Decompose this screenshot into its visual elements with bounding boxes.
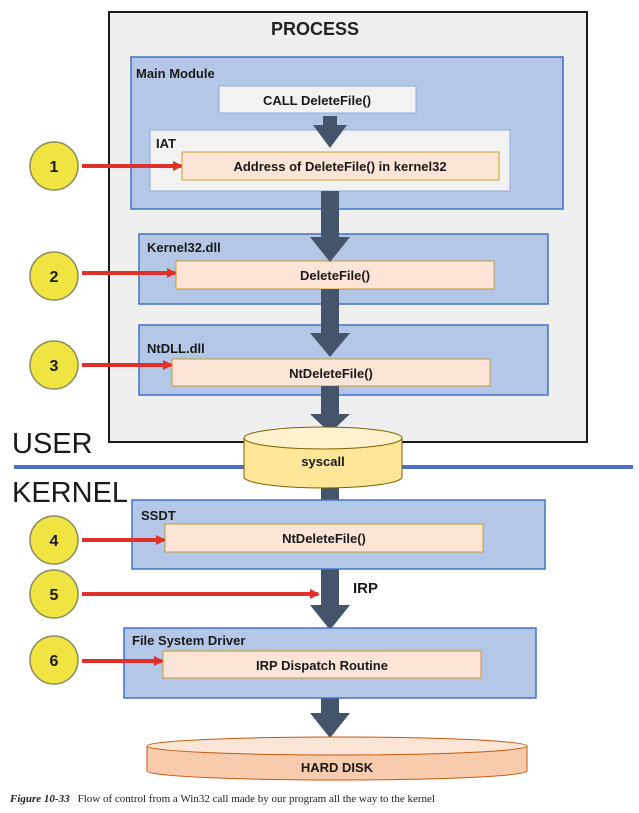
ssdt-entry-label: NtDeleteFile() (282, 531, 366, 546)
figure-caption-text: Flow of control from a Win32 call made b… (77, 793, 435, 805)
kernel32-entry-label: DeleteFile() (300, 268, 370, 283)
ssdt-entry-box (164, 523, 484, 553)
step-4-circle (29, 515, 79, 565)
iat-entry-box (181, 151, 500, 181)
main-module-title: Main Module (136, 66, 215, 81)
hard-disk-cylinder (146, 736, 528, 781)
figure-caption: Figure 10-33 Flow of control from a Win32… (10, 793, 435, 805)
flow-arrow-ssdt-to-driver (310, 552, 350, 630)
flow-arrow-iat-to-kernel32 (310, 191, 350, 262)
kernel32-title: Kernel32.dll (147, 240, 221, 255)
hard-disk-label: HARD DISK (301, 760, 374, 775)
step-2-number: 2 (50, 269, 59, 286)
figure-number: Figure 10-33 (10, 793, 70, 805)
ntdll-title: NtDLL.dll (147, 341, 205, 356)
irp-label: IRP (353, 580, 378, 597)
iat-title: IAT (156, 136, 176, 151)
step-3-circle (29, 340, 79, 390)
step-2-circle (29, 251, 79, 301)
step-5-number: 5 (50, 587, 59, 604)
call-label: CALL DeleteFile() (263, 93, 371, 108)
step-6-circle (29, 635, 79, 685)
process-title: PROCESS (271, 19, 359, 39)
syscall-cylinder (243, 426, 403, 489)
kernel-label: KERNEL (12, 477, 128, 509)
ntdll-entry-label: NtDeleteFile() (289, 366, 373, 381)
step-4-number: 4 (50, 533, 59, 550)
syscall-flow-diagram: PROCESS Main Module CALL DeleteFile() IA… (12, 11, 633, 781)
step-1-number: 1 (50, 159, 59, 176)
flow-arrow-kernel32-to-ntdll (310, 289, 350, 357)
step-5-circle (29, 569, 79, 619)
flow-arrow-driver-to-disk (310, 678, 350, 738)
syscall-label: syscall (301, 454, 344, 469)
step-3-number: 3 (50, 358, 59, 375)
call-box (218, 85, 417, 114)
ssdt-title: SSDT (141, 508, 176, 523)
step-1-circle (29, 141, 79, 191)
step-6-number: 6 (50, 653, 59, 670)
flow-arrow-call-to-iat (313, 116, 347, 148)
fs-driver-entry-label: IRP Dispatch Routine (256, 658, 388, 673)
user-label: USER (12, 428, 93, 460)
flow-arrow-ntdll-to-syscall (310, 386, 350, 433)
fs-driver-title: File System Driver (132, 633, 245, 648)
iat-entry-label: Address of DeleteFile() in kernel32 (233, 159, 446, 174)
